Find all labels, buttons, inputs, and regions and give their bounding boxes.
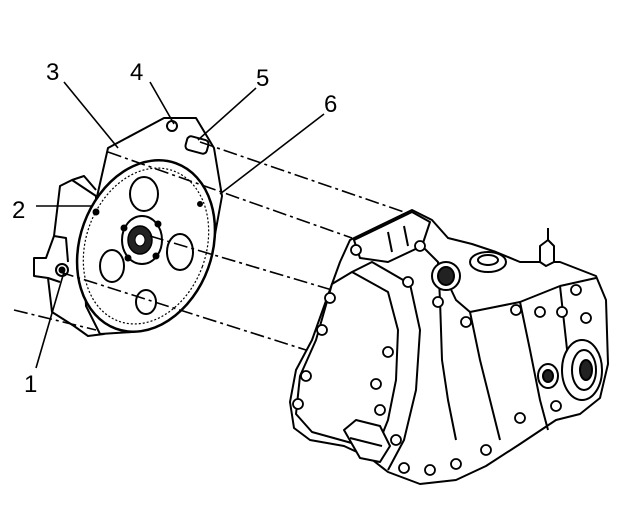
callout-2: 2 [12, 197, 25, 224]
callout-3: 3 [46, 59, 59, 86]
leader-line-5 [197, 87, 257, 141]
leader-line-3 [63, 81, 119, 149]
callout-1: 1 [24, 371, 37, 398]
leader-lines [35, 81, 325, 369]
callout-6: 6 [324, 91, 337, 118]
leader-line-1 [35, 271, 65, 369]
callout-4: 4 [130, 59, 143, 86]
leader-line-6 [219, 113, 325, 195]
alignment-lines [13, 141, 405, 351]
leader-line-4 [149, 81, 175, 125]
transaxle-bolts [292, 240, 592, 476]
transaxle [289, 209, 609, 485]
callout-5: 5 [256, 65, 269, 92]
